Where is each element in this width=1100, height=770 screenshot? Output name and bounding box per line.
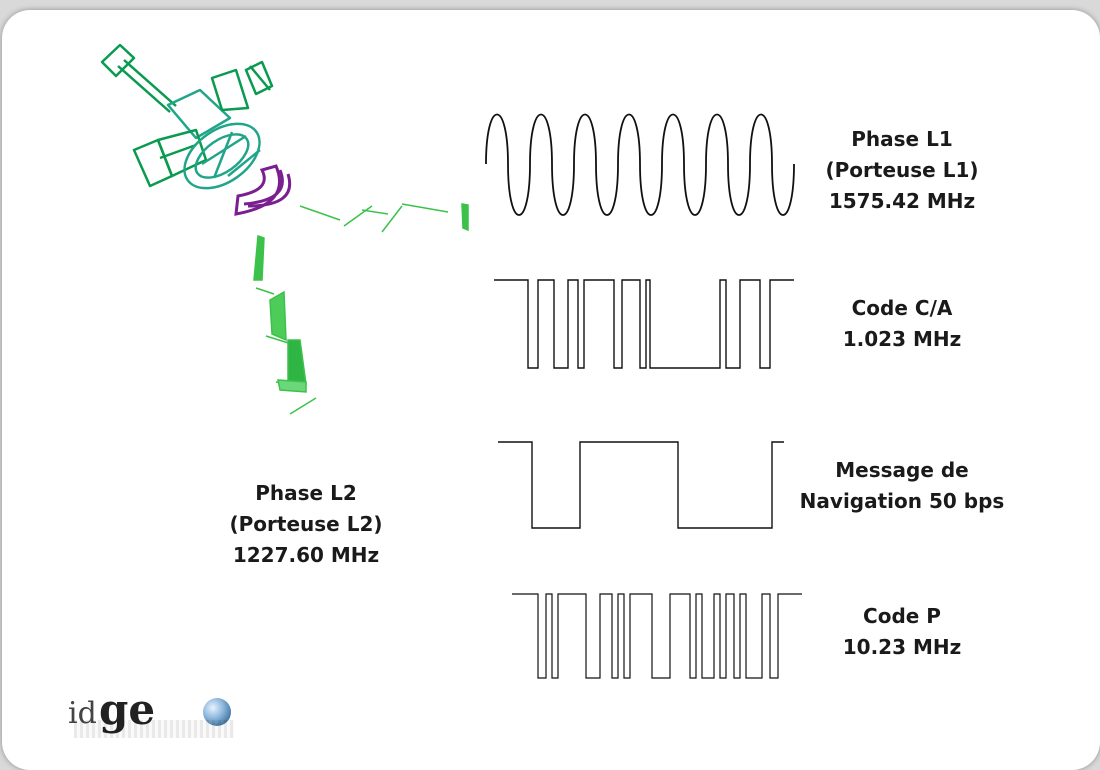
label-l2-line3: 1227.60 MHz	[232, 543, 380, 567]
antenna-icon	[234, 164, 291, 216]
label-l2-line2: (Porteuse L2)	[229, 512, 383, 536]
label-p-line2: 10.23 MHz	[842, 635, 962, 659]
label-nav: Message de Navigation 50 bps	[782, 455, 1022, 517]
label-nav-line2: Navigation 50 bps	[799, 489, 1005, 513]
label-l1-line2: (Porteuse L1)	[825, 158, 979, 182]
label-ca-line1: Code C/A	[851, 296, 953, 320]
waveform-nav	[498, 441, 784, 529]
label-l2: Phase L2 (Porteuse L2) 1227.60 MHz	[196, 478, 416, 571]
label-ca-line2: 1.023 MHz	[842, 327, 962, 351]
waveform-ca	[494, 279, 794, 369]
label-p: Code P 10.23 MHz	[802, 601, 1002, 663]
label-l1: Phase L1 (Porteuse L1) 1575.42 MHz	[792, 124, 1012, 217]
satellite-icon	[100, 43, 274, 190]
label-nav-line1: Message de	[835, 458, 969, 482]
label-ca: Code C/A 1.023 MHz	[802, 293, 1002, 355]
beam-l2	[253, 234, 317, 415]
label-l1-line3: 1575.42 MHz	[828, 189, 976, 213]
waveform-l1	[485, 113, 795, 216]
waveform-p	[512, 593, 802, 679]
logo-reflection	[74, 720, 234, 738]
label-l2-line1: Phase L2	[255, 481, 357, 505]
logo-text-ge: ge	[99, 685, 156, 734]
label-p-line1: Code P	[863, 604, 941, 628]
logo-text-id: id	[68, 696, 97, 731]
idgeo-logo: id ge	[68, 685, 248, 740]
globe-icon	[203, 698, 231, 726]
label-l1-line1: Phase L1	[851, 127, 953, 151]
beam-l1	[299, 203, 469, 233]
